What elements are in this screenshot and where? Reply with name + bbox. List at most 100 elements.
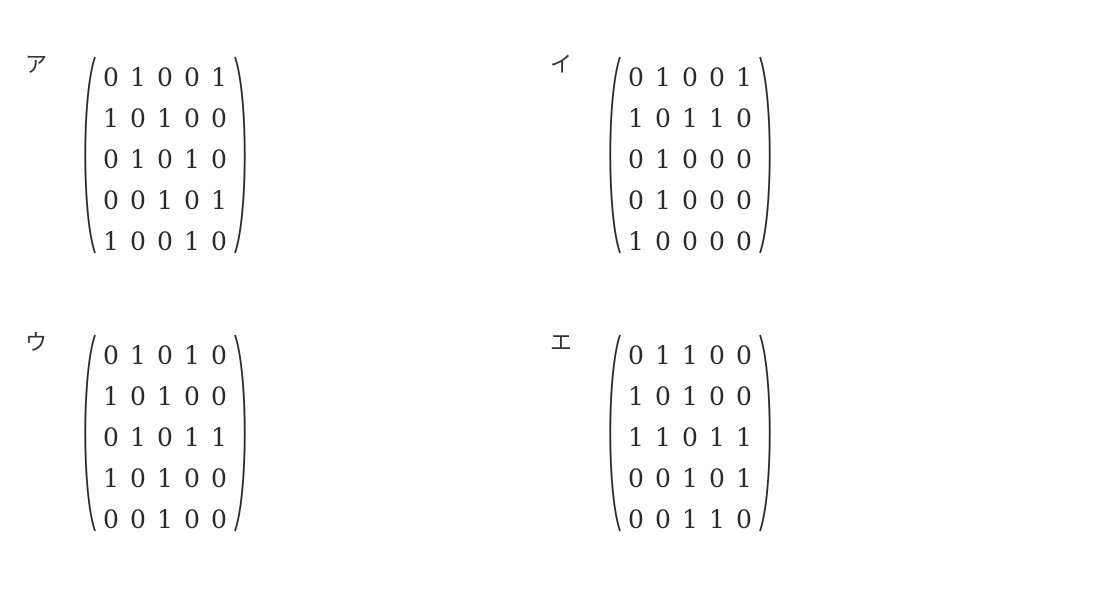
matrix-cell: 0 <box>211 505 227 534</box>
matrix-cell: 0 <box>709 464 725 493</box>
matrix-cell: 0 <box>130 227 146 256</box>
matrix-cell: 0 <box>628 341 644 370</box>
matrix-cell: 1 <box>211 423 227 452</box>
matrix-cell: 1 <box>157 382 173 411</box>
matrix-cell: 1 <box>157 505 173 534</box>
left-parenthesis <box>605 55 623 255</box>
matrix-cell: 1 <box>655 423 671 452</box>
matrix-cell: 0 <box>184 186 200 215</box>
matrix-cell: 0 <box>628 145 644 174</box>
matrix-cell: 0 <box>103 423 119 452</box>
matrix-cell: 0 <box>103 186 119 215</box>
matrix-cell: 1 <box>103 104 119 133</box>
matrix-cell: 0 <box>211 464 227 493</box>
choice-e-label: エ <box>550 331 573 356</box>
choice-a-label: ア <box>25 53 48 78</box>
matrix-cell: 1 <box>682 382 698 411</box>
matrix-cell: 1 <box>103 227 119 256</box>
matrix-cell: 0 <box>655 227 671 256</box>
matrix-cell: 0 <box>211 145 227 174</box>
matrix-cell: 0 <box>682 227 698 256</box>
matrix-cell: 1 <box>682 104 698 133</box>
matrix-cell: 0 <box>736 227 752 256</box>
matrix-cell: 0 <box>682 423 698 452</box>
matrix-cell: 0 <box>103 341 119 370</box>
matrix-cell: 0 <box>184 464 200 493</box>
matrix-cell: 1 <box>628 227 644 256</box>
matrix-cell: 0 <box>103 145 119 174</box>
matrix-cell: 1 <box>709 505 725 534</box>
matrix-cell: 1 <box>184 227 200 256</box>
matrix-cell: 1 <box>655 186 671 215</box>
matrix-cell: 1 <box>736 423 752 452</box>
matrix-cell: 1 <box>184 145 200 174</box>
matrix-cell: 0 <box>655 104 671 133</box>
matrix-cell: 0 <box>130 464 146 493</box>
matrix-cell: 0 <box>184 505 200 534</box>
matrix-cell: 0 <box>736 104 752 133</box>
matrix-cell: 0 <box>184 63 200 92</box>
matrix-cell: 0 <box>628 63 644 92</box>
matrix-cell: 0 <box>628 464 644 493</box>
matrix-cell: 0 <box>682 145 698 174</box>
matrix-cell: 0 <box>157 63 173 92</box>
matrix-cell: 0 <box>628 505 644 534</box>
matrix-cell: 0 <box>709 63 725 92</box>
matrix-cell: 0 <box>211 227 227 256</box>
matrix-cell: 1 <box>628 104 644 133</box>
matrix-cell: 0 <box>655 382 671 411</box>
matrix-cell: 0 <box>655 464 671 493</box>
matrix-cell: 1 <box>130 341 146 370</box>
left-parenthesis <box>80 55 98 255</box>
matrix-cell: 1 <box>655 145 671 174</box>
matrix-cell: 0 <box>628 186 644 215</box>
matrix-cell: 0 <box>211 382 227 411</box>
matrix-cell: 0 <box>103 63 119 92</box>
matrix-cell: 0 <box>736 505 752 534</box>
matrix-cell: 0 <box>709 341 725 370</box>
matrix-cell: 0 <box>736 145 752 174</box>
matrix-cell: 0 <box>157 145 173 174</box>
left-parenthesis <box>80 333 98 533</box>
matrix-cell: 0 <box>103 505 119 534</box>
matrix-cell: 0 <box>157 341 173 370</box>
matrix-cell: 0 <box>709 186 725 215</box>
matrix-cell: 0 <box>682 63 698 92</box>
right-parenthesis <box>757 55 775 255</box>
matrix-cell: 0 <box>709 145 725 174</box>
matrix-cell: 0 <box>211 341 227 370</box>
matrix-cell: 1 <box>655 341 671 370</box>
matrix-cell: 1 <box>682 341 698 370</box>
choice-i-label: イ <box>550 53 573 78</box>
matrix-cell: 0 <box>736 186 752 215</box>
matrix-cell: 1 <box>682 505 698 534</box>
left-parenthesis <box>605 333 623 533</box>
matrix-cell: 0 <box>184 382 200 411</box>
matrix-cell: 1 <box>709 104 725 133</box>
matrix-cell: 0 <box>184 104 200 133</box>
matrix-cell: 1 <box>130 145 146 174</box>
matrix-cell: 1 <box>130 63 146 92</box>
matrix-cell: 0 <box>130 505 146 534</box>
matrix-cell: 0 <box>655 505 671 534</box>
matrix-cell: 1 <box>103 382 119 411</box>
matrix-cell: 0 <box>682 186 698 215</box>
